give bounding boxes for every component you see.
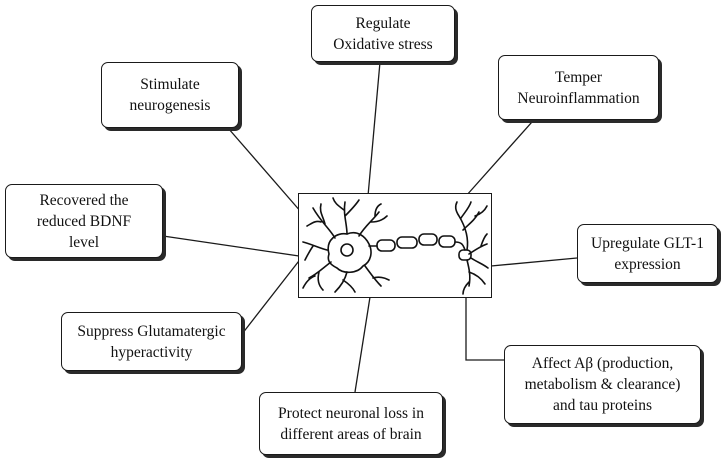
box-glutamatergic: Suppress Glutamatergic hyperactivity — [61, 312, 242, 371]
box-glt1: Upregulate GLT-1 expression — [577, 224, 718, 283]
connector-abeta — [465, 298, 504, 361]
box-bdnf: Recovered the reduced BDNF level — [5, 184, 163, 258]
neuron-icon — [302, 197, 489, 295]
connector-neurogenesis — [227, 127, 309, 221]
neuron-frame — [298, 193, 492, 298]
box-neuroinflammation: Temper Neuroinflammation — [498, 55, 659, 120]
box-abeta-tau: Affect Aβ (production, metabolism & clea… — [504, 345, 701, 424]
connector-oxidative — [367, 61, 381, 197]
box-neurogenesis: Stimulate neurogenesis — [101, 62, 239, 128]
connector-neuronal-loss — [354, 296, 371, 393]
connector-glt1 — [490, 257, 578, 267]
connector-bdnf — [162, 235, 300, 257]
box-oxidative-stress: Regulate Oxidative stress — [311, 5, 455, 62]
connector-glutamatergic — [241, 256, 303, 335]
box-neuronal-loss: Protect neuronal loss in different areas… — [259, 392, 443, 455]
